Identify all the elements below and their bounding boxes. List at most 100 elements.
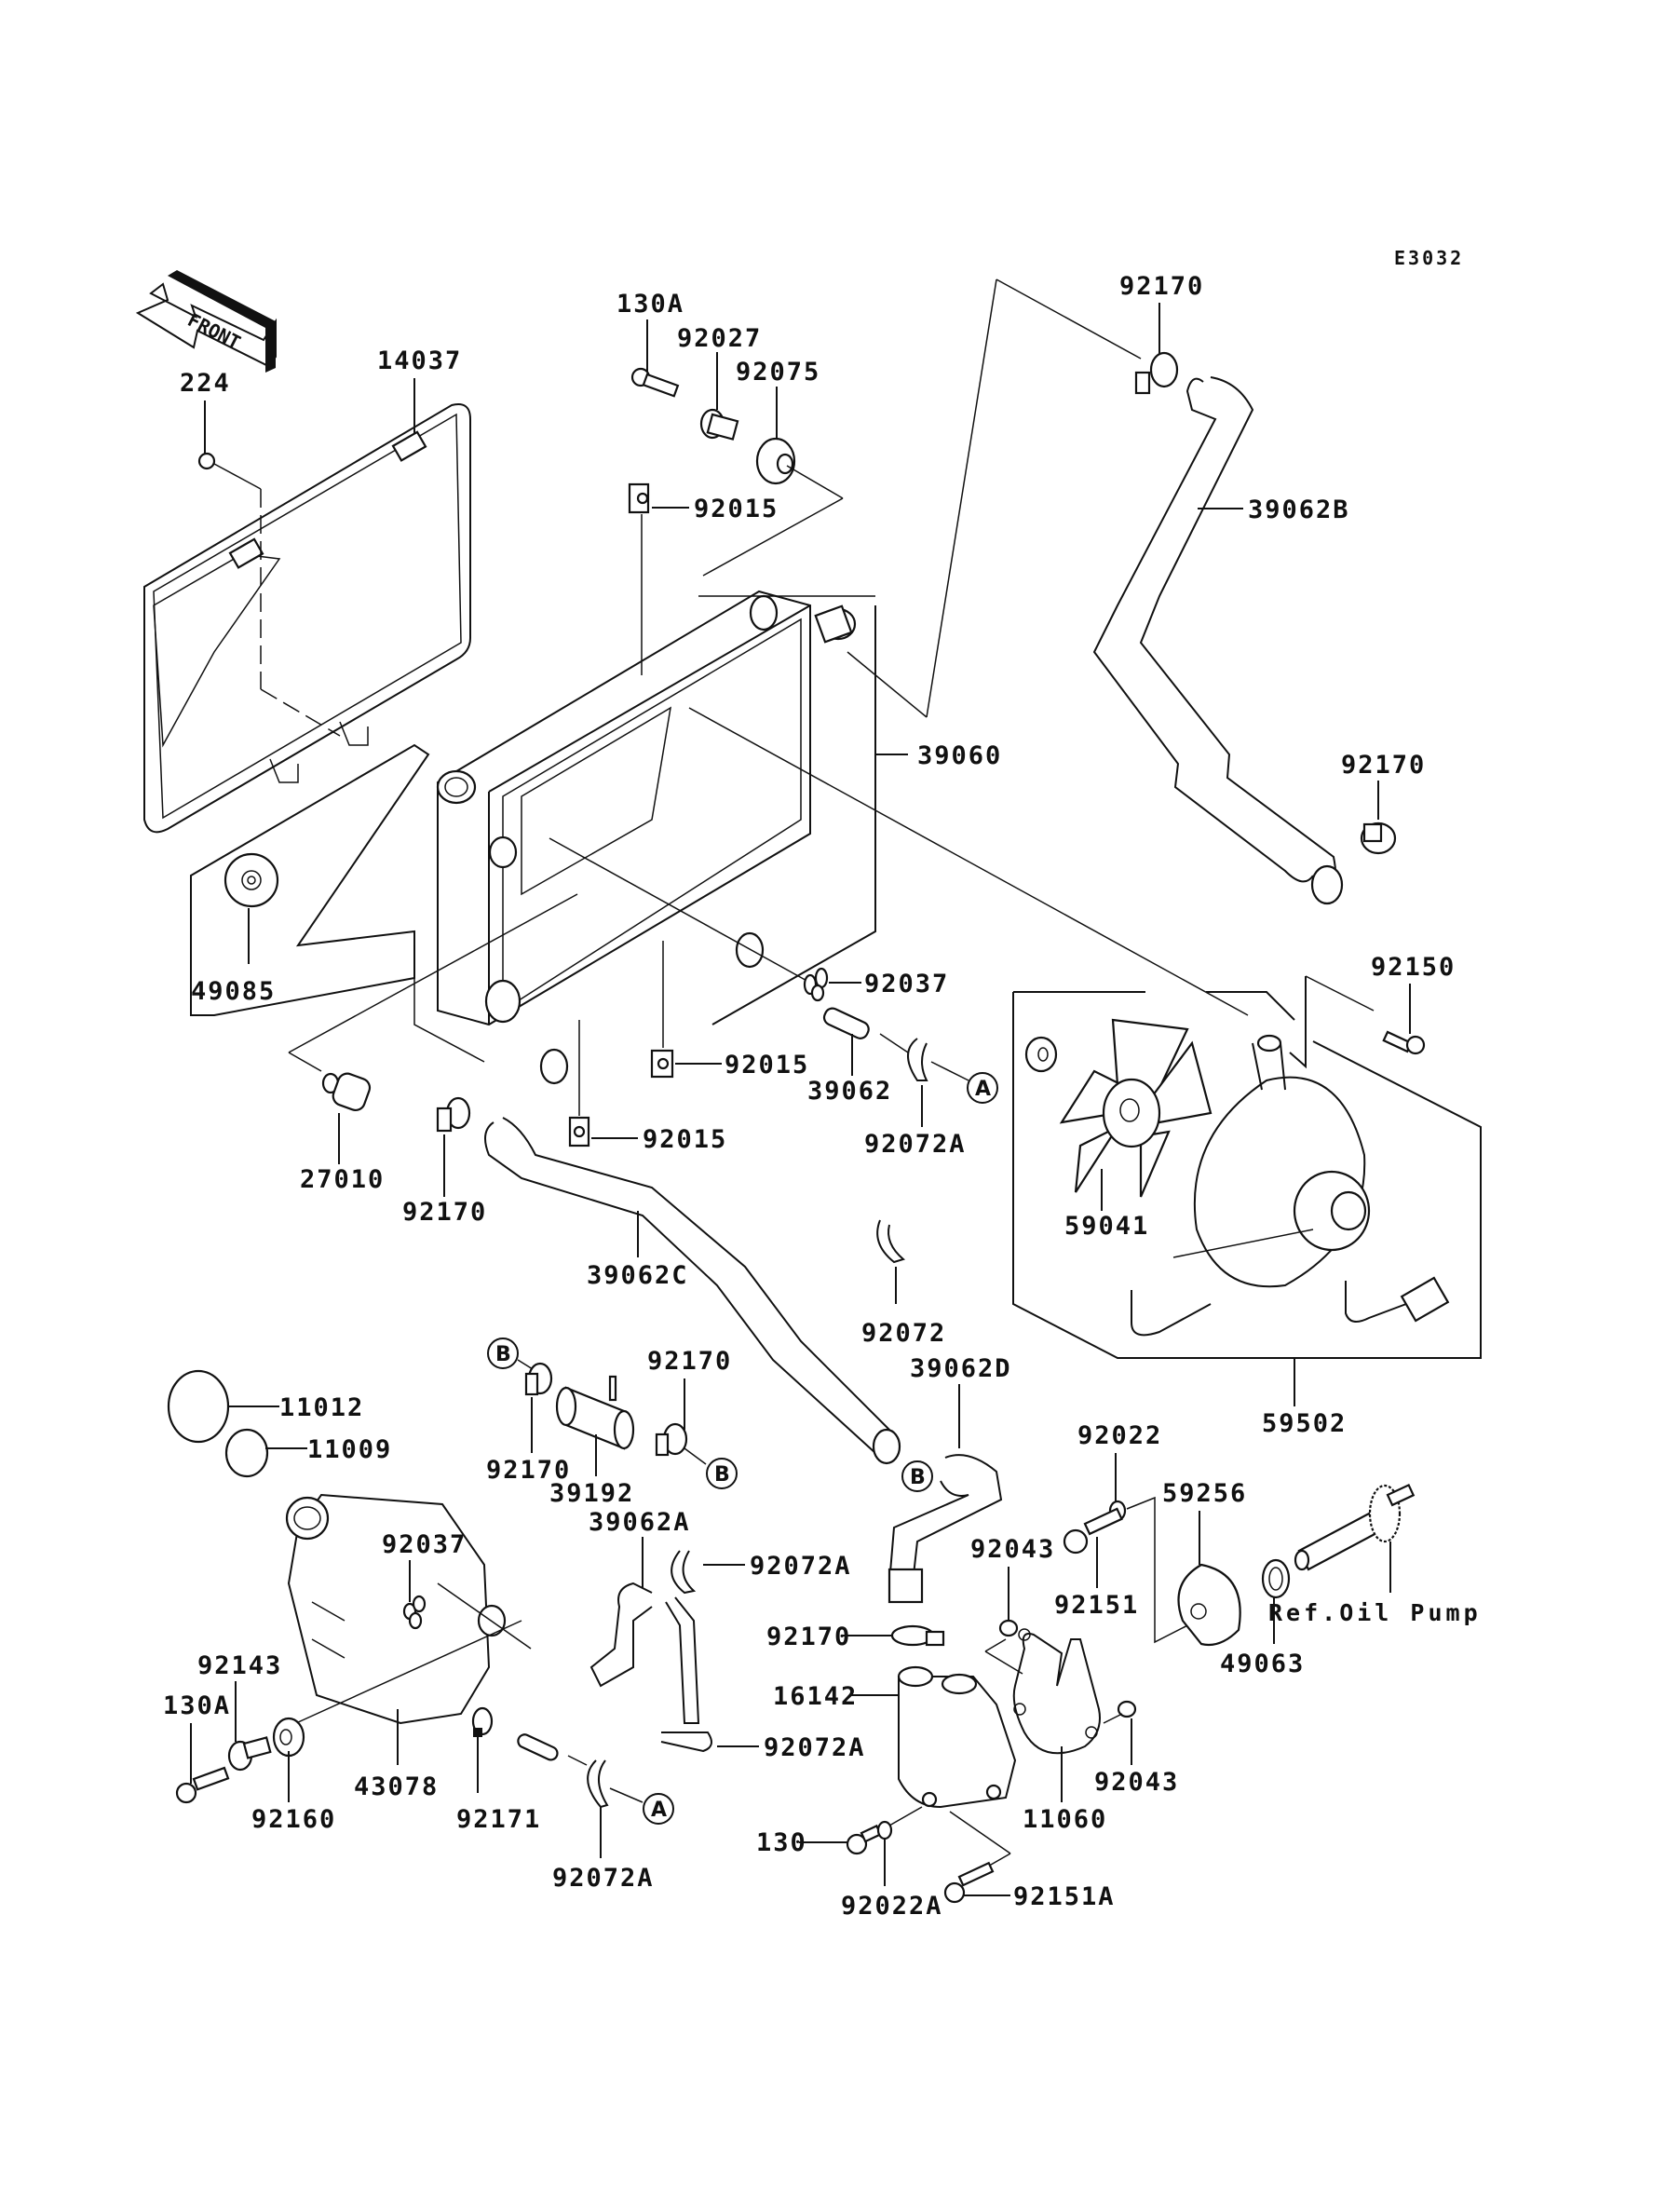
part-label-92170-pump: 92170 (766, 1623, 851, 1651)
clip-92015-low (568, 1116, 590, 1148)
reference-marker-b-top (487, 1338, 519, 1369)
part-label-92022A: 92022A (841, 1892, 943, 1921)
part-label-92151: 92151 (1054, 1591, 1139, 1620)
diagram-code: E3032 (1394, 247, 1464, 269)
part-label-92072A-low: 92072A (764, 1733, 866, 1762)
part-label-92072A-top: 92072A (864, 1130, 967, 1159)
part-label-92043-low: 92043 (1094, 1768, 1179, 1797)
clamp-92072A-low2 (660, 1731, 712, 1753)
reservoir-tank-43078 (285, 1493, 507, 1725)
part-label-92143: 92143 (197, 1651, 282, 1680)
clamp-92072A-mid (671, 1550, 697, 1595)
hose-segment-92171 (517, 1733, 559, 1761)
clip-92015-mid (650, 1049, 674, 1079)
part-label-92171: 92171 (456, 1805, 541, 1834)
hose-joint-92037-top (803, 967, 829, 1002)
oil-pump-shaft (1294, 1483, 1416, 1571)
part-label-92027: 92027 (677, 324, 762, 353)
part-label-27010: 27010 (300, 1165, 385, 1194)
radiator-cap-49085 (190, 743, 430, 1016)
gasket-11060 (1012, 1628, 1101, 1755)
clamp-92170-right (1360, 822, 1397, 855)
hose-39062B (1092, 376, 1344, 905)
part-label-92072A-bottom: 92072A (552, 1864, 655, 1893)
bolt-92151A (943, 1861, 995, 1904)
reference-marker-b-right (706, 1458, 738, 1489)
part-label-11009: 11009 (307, 1435, 392, 1464)
marker-b-label: B (910, 1466, 926, 1489)
bolt-130A-low (175, 1766, 230, 1804)
clamp-92072 (876, 1219, 906, 1264)
part-label-39192: 39192 (549, 1479, 634, 1508)
part-label-49063: 49063 (1220, 1650, 1305, 1678)
part-label-92151A: 92151A (1013, 1882, 1116, 1911)
part-label-39062B: 39062B (1248, 496, 1350, 524)
clamp-92072A-low (587, 1759, 609, 1809)
reference-marker-a-low (643, 1793, 674, 1825)
part-label-39062C: 39062C (587, 1261, 689, 1290)
pump-cover-16142 (897, 1665, 1017, 1809)
part-label-92160: 92160 (251, 1805, 336, 1834)
bolt-130 (846, 1824, 883, 1855)
part-label-224: 224 (180, 369, 231, 398)
marker-b-label: B (495, 1343, 511, 1366)
reference-marker-b-hose (901, 1460, 933, 1492)
dowel-92043-low (1117, 1700, 1137, 1718)
bolt-130A-top (630, 367, 680, 398)
front-arrow-icon: FRONT (135, 270, 277, 373)
part-label-16142: 16142 (773, 1682, 858, 1711)
reference-marker-a-top (967, 1072, 998, 1104)
part-label-130: 130 (756, 1828, 807, 1857)
part-label-11012: 11012 (279, 1393, 364, 1422)
part-label-39062A: 39062A (589, 1508, 691, 1537)
grommet-92075 (755, 437, 796, 485)
marker-a-label: A (651, 1799, 667, 1822)
part-label-59502: 59502 (1262, 1409, 1347, 1438)
collar-92143 (227, 1736, 272, 1772)
part-label-92022: 92022 (1077, 1421, 1162, 1450)
clamp-92170-mid (655, 1422, 688, 1457)
clamp-92170-left (436, 1096, 471, 1133)
part-label-11060: 11060 (1023, 1805, 1107, 1834)
part-label-39062D: 39062D (910, 1354, 1012, 1383)
screw-224 (197, 401, 341, 737)
clamp-92171 (471, 1706, 494, 1737)
hose-joint-92037-low (402, 1595, 427, 1630)
part-label-14037: 14037 (377, 346, 462, 375)
part-label-92037-top: 92037 (864, 970, 949, 998)
grommet-92160 (272, 1717, 305, 1758)
part-label-49085: 49085 (191, 977, 276, 1006)
fan-switch-27010 (321, 1072, 372, 1112)
part-label-39060: 39060 (917, 741, 1002, 770)
part-label-92170-mid: 92170 (647, 1347, 732, 1376)
part-label-92150: 92150 (1371, 953, 1456, 982)
part-label-92015-top: 92015 (694, 495, 779, 523)
part-label-92015-mid: 92015 (725, 1051, 809, 1080)
part-label-43078: 43078 (354, 1772, 439, 1801)
hose-39062A (589, 1582, 700, 1724)
clamp-92170-pump (890, 1624, 945, 1647)
pipe-39192 (555, 1375, 635, 1450)
hose-39062C (484, 1117, 901, 1465)
part-label-59256: 59256 (1162, 1479, 1247, 1508)
part-label-39062: 39062 (807, 1077, 892, 1106)
marker-a-label: A (975, 1078, 991, 1101)
radiator-screen (143, 403, 471, 834)
dowel-92043-top (998, 1619, 1019, 1637)
collar-92027 (699, 408, 739, 441)
part-label-92075: 92075 (736, 358, 820, 387)
clamp-92170-top (1134, 351, 1179, 395)
clamp-92170-b (524, 1362, 553, 1396)
marker-b-label: B (714, 1463, 730, 1487)
part-label-92043-top: 92043 (970, 1535, 1055, 1564)
fan-assembly-59502 (688, 707, 1482, 1359)
part-label-92170-left: 92170 (402, 1198, 487, 1227)
part-label-59041: 59041 (1064, 1212, 1149, 1241)
bolt-92150 (1382, 1030, 1426, 1055)
hose-39062D (887, 1454, 1003, 1604)
seal-49063 (1261, 1558, 1291, 1599)
reservoir-cap-11012 (167, 1369, 230, 1444)
part-label-92170-top: 92170 (1119, 272, 1204, 301)
part-label-92015-low: 92015 (643, 1125, 727, 1154)
